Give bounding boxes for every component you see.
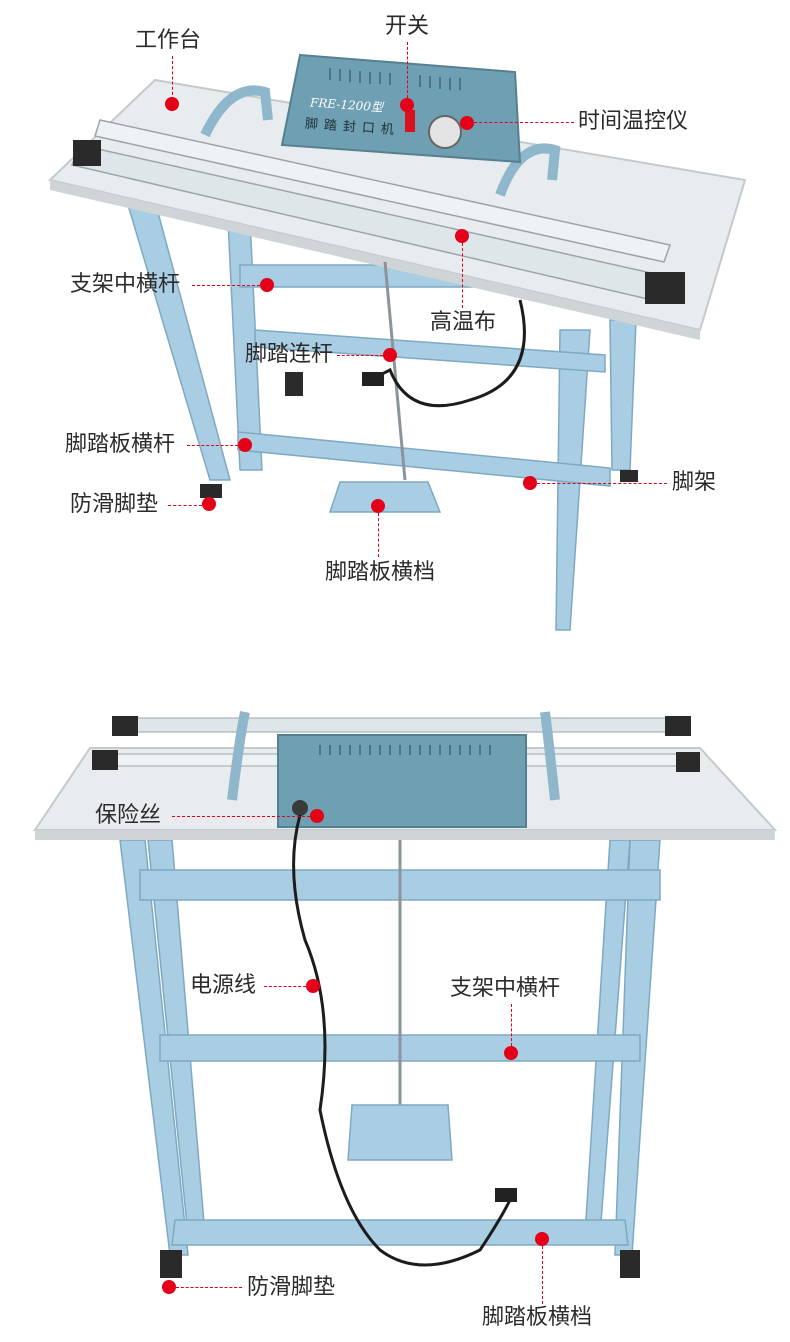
dot-timer — [460, 116, 474, 130]
label-switch: 开关 — [385, 14, 430, 39]
label-antislip-bottom: 防滑脚垫 — [247, 1275, 336, 1300]
antislip-foot — [200, 484, 222, 498]
label-pedal-rod: 脚踏连杆 — [245, 342, 334, 367]
label-timer: 时间温控仪 — [578, 109, 689, 134]
label-stand: 脚架 — [672, 470, 717, 495]
label-cable: 电源线 — [190, 973, 257, 998]
label-crossbar-top: 支架中横杆 — [70, 272, 181, 297]
label-crossbar-bottom: 支架中横杆 — [450, 976, 561, 1001]
pedal-rod-graphic — [383, 261, 407, 481]
label-pedal-crossbar: 脚踏板横杆 — [65, 432, 176, 457]
dot-switch — [400, 98, 414, 112]
dot-antislip-top — [202, 497, 216, 511]
dot-pedal-rod — [383, 348, 397, 362]
pedal-crossbar — [237, 431, 611, 487]
dot-pedal-crossbar — [238, 438, 252, 452]
power-cable-graphic — [292, 814, 512, 1267]
dot-crossbar-top — [260, 278, 274, 292]
timer-dial-graphic — [428, 115, 462, 149]
dot-stand — [523, 476, 537, 490]
sealer-back-illustration — [33, 710, 778, 1278]
pedal-plate — [328, 481, 442, 513]
dot-crossbar-bottom — [504, 1046, 518, 1060]
pedal-plate-back — [347, 1104, 453, 1161]
label-worktable: 工作台 — [135, 28, 202, 53]
label-antislip-top: 防滑脚垫 — [70, 492, 159, 517]
label-cloth: 高温布 — [430, 310, 497, 335]
label-pedal-board-top: 脚踏板横档 — [325, 560, 436, 585]
sealer-front-illustration — [47, 53, 747, 631]
power-switch-graphic — [405, 110, 415, 132]
bottom-photo-panel: 保险丝 电源线 支架中横杆 防滑脚垫 脚踏板横档 — [0, 690, 790, 1342]
dot-worktable — [165, 97, 179, 111]
label-fuse: 保险丝 — [95, 803, 162, 828]
dot-fuse — [310, 809, 324, 823]
antislip-foot-left — [160, 1250, 182, 1278]
top-photo-panel: FRE-1200型 脚踏封口机 工作台 开关 时间温控仪 支架中横杆 高温布 脚… — [0, 0, 790, 650]
dot-antislip-bottom — [162, 1280, 176, 1294]
pedal-board-crossbar — [171, 1219, 629, 1246]
dot-pedal-board — [371, 499, 385, 513]
dot-cloth — [455, 229, 469, 243]
dot-pedal-board-bottom — [535, 1232, 549, 1246]
label-pedal-board-bottom: 脚踏板横档 — [482, 1305, 593, 1330]
dot-cable — [306, 979, 320, 993]
fuse-holder-graphic — [292, 800, 308, 816]
